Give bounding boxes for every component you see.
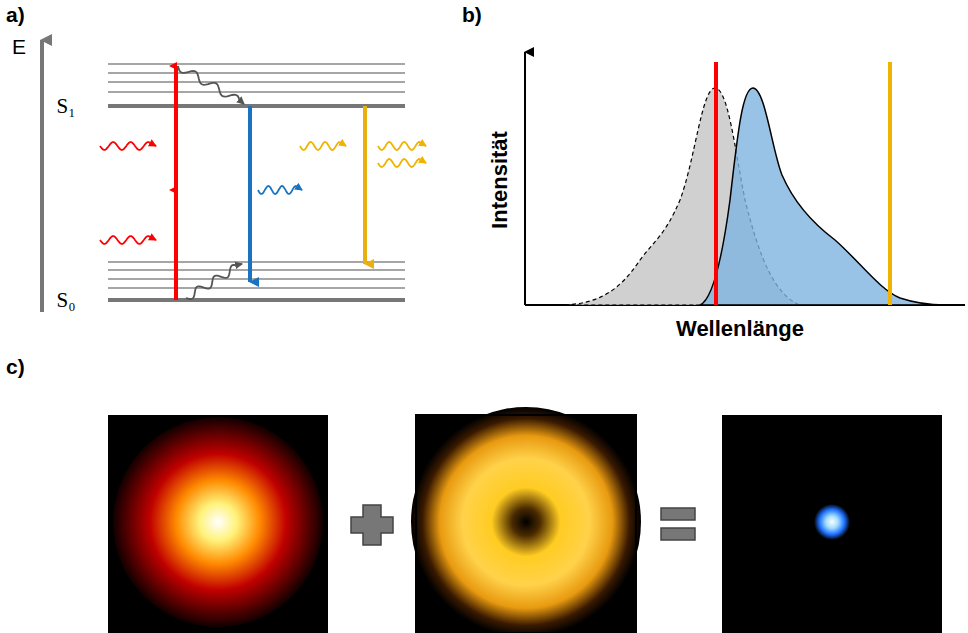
photon-wave <box>186 264 242 299</box>
photon-wave <box>378 142 426 150</box>
state-label: S₁ <box>56 96 75 117</box>
panel-letter: c) <box>6 356 25 377</box>
axis-title: Wellenlänge <box>676 318 804 340</box>
photon-wave <box>378 159 426 167</box>
photon-wave <box>100 236 156 244</box>
state-label: S₀ <box>56 290 75 311</box>
panel-letter: b) <box>462 4 482 25</box>
photon-wave <box>100 142 156 150</box>
axis-label: E <box>12 36 26 57</box>
axis-title: Intensität <box>489 131 511 229</box>
panel-letter: a) <box>6 4 25 25</box>
photon-wave <box>258 186 302 194</box>
photon-wave <box>178 66 244 104</box>
photon-wave <box>300 142 346 150</box>
